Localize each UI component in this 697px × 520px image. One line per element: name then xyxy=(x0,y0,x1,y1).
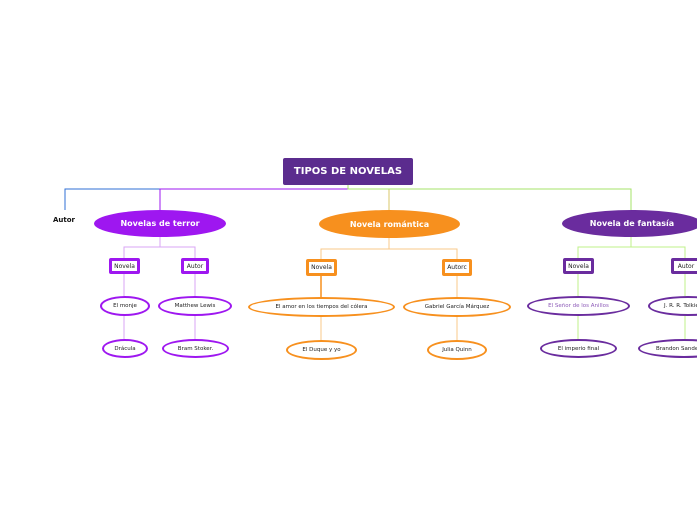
item-romantica-novela-2[interactable]: El Duque y yo xyxy=(286,340,357,360)
item-romantica-autor-1[interactable]: Gabriel García Márquez xyxy=(403,297,511,317)
connector-root-fantasia xyxy=(347,185,632,210)
subtopic-fantasia-novela[interactable]: Novela xyxy=(563,258,594,274)
item-fantasia-novela-1[interactable]: El Señor de los Anillos xyxy=(527,296,630,316)
topic-novelas-de-terror[interactable]: Novelas de terror xyxy=(94,210,226,237)
connector-romantica-sub xyxy=(320,238,458,259)
topic-novela-romantica[interactable]: Novela romántica xyxy=(319,210,460,238)
subtopic-terror-novela[interactable]: Novela xyxy=(109,258,140,274)
subtopic-terror-autor[interactable]: Autor xyxy=(181,258,209,274)
subtopic-romantica-novela[interactable]: Novela xyxy=(306,259,337,276)
topic-novela-de-fantasia[interactable]: Novela de fantasía xyxy=(562,210,697,237)
item-terror-novela-2[interactable]: Drácula xyxy=(102,339,148,358)
connector-fantasia-sub xyxy=(577,237,686,258)
item-terror-autor-1[interactable]: Matthew Lewis xyxy=(158,296,232,316)
item-romantica-novela-1[interactable]: El amor en los tiempos del cólera xyxy=(248,297,395,317)
item-fantasia-autor-2[interactable]: Brandon Sanderson xyxy=(638,339,697,358)
root-topic[interactable]: TIPOS DE NOVELAS xyxy=(283,158,413,185)
connector-terror-sub xyxy=(123,237,196,258)
item-terror-autor-2[interactable]: Bram Stoker. xyxy=(162,339,229,358)
item-fantasia-novela-2[interactable]: El imperio final xyxy=(540,339,617,358)
floating-topic-autor[interactable]: Autor xyxy=(52,215,75,224)
subtopic-romantica-autor[interactable]: Autorc xyxy=(442,259,472,276)
item-fantasia-autor-1[interactable]: J. R. R. Tolkien xyxy=(648,296,697,316)
subtopic-fantasia-autor[interactable]: Autor xyxy=(671,258,697,274)
item-romantica-autor-2[interactable]: Julia Quinn xyxy=(427,340,487,360)
item-terror-novela-1[interactable]: El monje xyxy=(100,296,150,316)
connector-root-terror xyxy=(159,185,349,210)
